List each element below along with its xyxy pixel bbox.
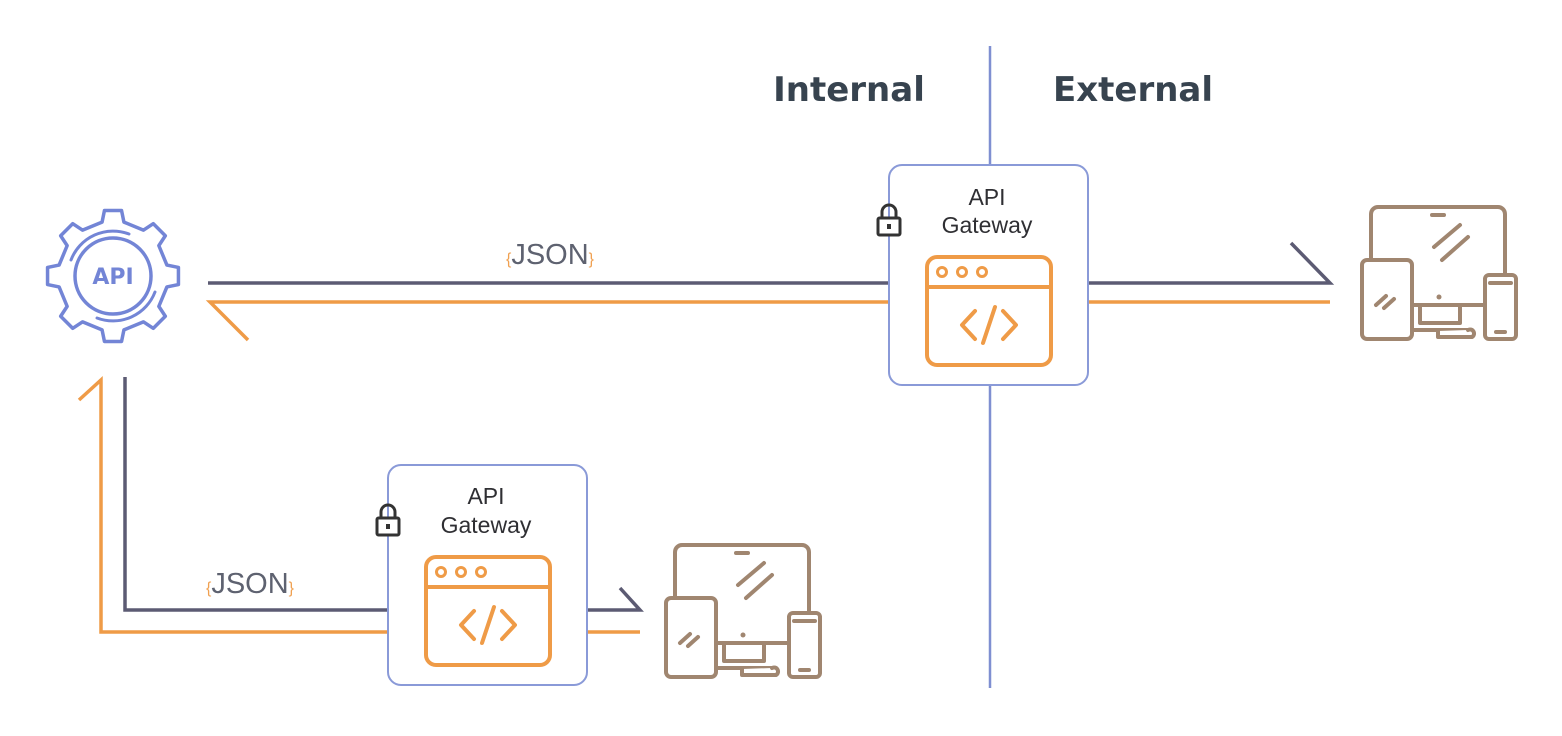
lock-icon bbox=[876, 203, 902, 237]
gateway-label-line2: Gateway bbox=[441, 512, 532, 538]
json-payload-label-top: {JSON} bbox=[506, 239, 595, 271]
code-window-icon bbox=[925, 255, 1053, 367]
internal-request-arrow bbox=[123, 377, 644, 612]
lock-icon bbox=[375, 503, 401, 537]
external-zone-label: External bbox=[1053, 70, 1213, 110]
devices-icon bbox=[664, 543, 822, 679]
external-request-arrow bbox=[208, 241, 1335, 285]
gateway-label-line1: API bbox=[968, 184, 1005, 210]
api-gateway-internal: API Gateway bbox=[387, 464, 588, 686]
code-window-icon bbox=[424, 555, 552, 667]
internal-zone-label: Internal bbox=[773, 70, 925, 110]
devices-icon bbox=[1360, 205, 1518, 341]
api-service-label: API bbox=[92, 265, 133, 290]
gear-api-icon bbox=[45, 208, 181, 344]
internal-response-arrow bbox=[77, 376, 640, 634]
gateway-label-line2: Gateway bbox=[942, 212, 1033, 238]
api-gateway-external: API Gateway bbox=[888, 164, 1089, 386]
gateway-label-line1: API bbox=[467, 483, 504, 509]
json-payload-label-bottom: {JSON} bbox=[206, 568, 295, 600]
api-service-icon: API bbox=[45, 208, 181, 344]
external-response-arrow bbox=[205, 300, 1330, 342]
